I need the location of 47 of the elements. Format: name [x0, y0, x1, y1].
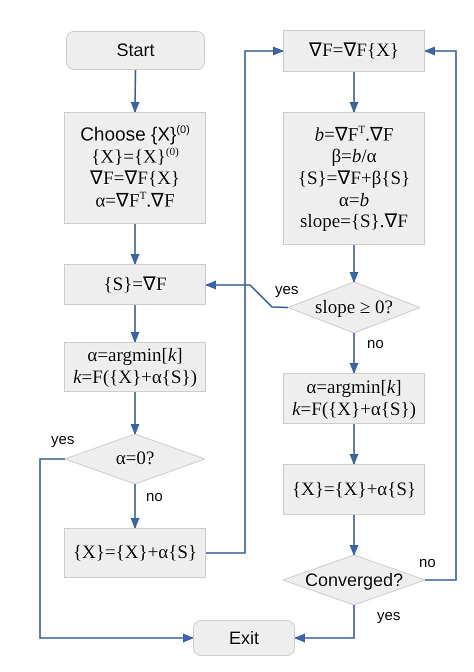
node-text: k=F({X}+α{S}) — [292, 398, 416, 420]
node-text: β=b/α — [331, 146, 377, 168]
node-text: {X}={X}+α{S} — [72, 542, 198, 564]
node-text: Start — [116, 40, 154, 61]
node-text: slope={S}.∇F — [300, 211, 408, 234]
arrow — [130, 70, 140, 114]
process-box — [283, 373, 425, 424]
node-text: {S}=∇F+β{S} — [298, 168, 410, 190]
node-text: Choose {X}$^{(0)}$ — [80, 124, 190, 146]
arrow — [130, 484, 140, 530]
arrow — [130, 224, 140, 266]
arrow — [294, 605, 355, 642]
node-text: α=b — [338, 190, 370, 212]
node-text: Converged? — [304, 570, 404, 590]
arrow — [350, 515, 358, 556]
process-box — [64, 112, 206, 224]
process-box — [283, 112, 425, 245]
process-box — [64, 264, 206, 305]
arrow — [130, 392, 140, 436]
terminal-box — [193, 620, 295, 656]
node-text: {X}={X}+α{S} — [292, 478, 416, 500]
node-text: k=F({X}+α{S}) — [73, 367, 197, 389]
terminal-box — [66, 31, 205, 70]
process-box — [283, 30, 425, 72]
process-box — [64, 342, 206, 392]
node-text: Exit — [228, 628, 259, 648]
node-text: {S}=∇F — [103, 274, 167, 296]
node-text: ∇F=∇F{X} — [90, 168, 180, 190]
arrow — [206, 46, 284, 554]
process-box — [283, 464, 425, 515]
arrow — [350, 72, 358, 114]
node-text: α=0? — [116, 448, 154, 470]
node-text: α=argmin[k] — [87, 345, 183, 367]
node-text: {X}={X}$^{(0)}$ — [91, 146, 179, 168]
node-text: ∇F=∇F{X} — [309, 40, 399, 62]
arrow — [350, 424, 358, 466]
arrow — [130, 305, 140, 344]
arrow — [350, 333, 358, 374]
node-text: α=argmin[k] — [306, 376, 402, 398]
node-text: α=∇F$^{T}$.∇F — [95, 190, 175, 212]
arrow — [39, 458, 194, 642]
arrow — [424, 46, 457, 581]
arrow — [204, 280, 288, 308]
node-text: b=∇F$^{T}$.∇F — [314, 124, 394, 146]
arrow — [350, 245, 358, 284]
node-text: slope ≥ 0? — [315, 296, 393, 318]
process-box — [64, 528, 206, 578]
